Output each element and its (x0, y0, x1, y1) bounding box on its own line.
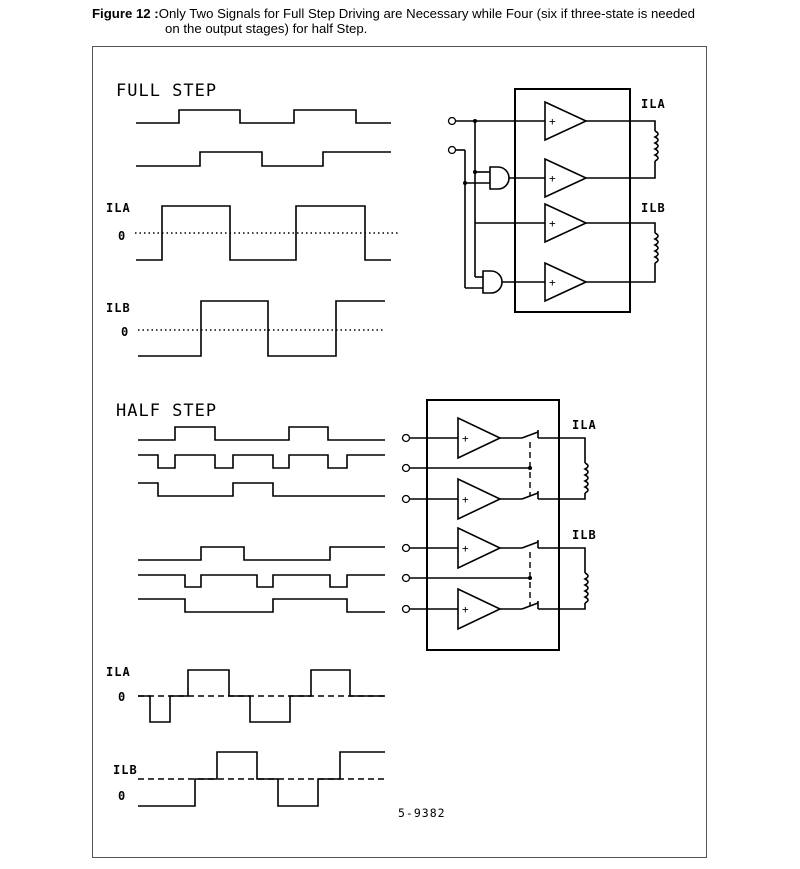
half-switch-b1 (521, 541, 539, 549)
full-coil-a (653, 130, 659, 162)
full-ilb-zero: 0 (121, 325, 129, 339)
half-input-2-pin (401, 463, 411, 473)
full-step-circuit: + + + + ILA ILB (447, 88, 666, 313)
half-ilb-zero: 0 (118, 789, 126, 803)
full-step-signal-1 (136, 109, 391, 124)
full-circuit-ilb-label: ILB (641, 201, 666, 215)
half-ilb-waveform (138, 751, 385, 807)
full-ila-waveform (136, 205, 391, 261)
half-step-signal-2 (138, 454, 385, 469)
full-input-b-pin (447, 145, 457, 155)
caption-line-1: Only Two Signals for Full Step Driving a… (158, 6, 695, 21)
half-input-3-pin (401, 494, 411, 504)
full-gate-1 (489, 166, 510, 190)
svg-text:+: + (462, 493, 469, 506)
half-input-6-pin (401, 604, 411, 614)
half-amp-2: + (457, 477, 502, 521)
half-circuit-ilb-label: ILB (572, 528, 597, 542)
half-amp-3: + (457, 526, 502, 570)
half-ila-zero: 0 (118, 690, 126, 704)
half-amp-1: + (457, 416, 502, 460)
figure-reference: 5-9382 (398, 806, 446, 820)
full-ilb-waveform (138, 300, 385, 357)
svg-text:+: + (549, 276, 556, 289)
half-switch-a1 (521, 431, 539, 439)
half-step-signal-1 (138, 426, 385, 441)
half-input-5-pin (401, 573, 411, 583)
half-step-signal-6 (138, 598, 385, 613)
full-input-a-pin (447, 116, 457, 126)
full-amp-4: + (544, 261, 588, 303)
full-amp-2: + (544, 157, 588, 199)
full-amp-3: + (544, 202, 588, 244)
figure-caption: Figure 12 :Only Two Signals for Full Ste… (92, 6, 742, 36)
full-coil-b (653, 232, 659, 264)
half-coil-b (583, 572, 589, 604)
full-circuit-ila-label: ILA (641, 97, 666, 111)
half-ila-waveform (138, 669, 385, 723)
full-step-title: FULL STEP (116, 81, 217, 101)
half-amp-4: + (457, 587, 502, 631)
full-step-signal-2 (136, 151, 391, 167)
half-coil-a (583, 462, 589, 494)
svg-text:+: + (462, 432, 469, 445)
figure-frame (92, 46, 707, 858)
half-ilb-label: ILB (113, 763, 138, 777)
full-ila-zero: 0 (118, 229, 126, 243)
full-ilb-label: ILB (106, 301, 131, 315)
half-step-signal-3 (138, 482, 385, 497)
full-driver-box (514, 88, 631, 313)
half-step-signal-5 (138, 574, 385, 588)
full-amp-1: + (544, 100, 588, 142)
half-input-4-pin (401, 543, 411, 553)
half-ila-label: ILA (106, 665, 131, 679)
full-ila-label: ILA (106, 201, 131, 215)
half-circuit-ila-label: ILA (572, 418, 597, 432)
full-gate-2 (482, 270, 503, 294)
half-step-title: HALF STEP (116, 401, 217, 421)
svg-text:+: + (549, 115, 556, 128)
caption-line-2: on the output stages) for half Step. (165, 21, 368, 36)
half-step-circuit: + + + + (401, 399, 597, 651)
half-step-signal-4 (138, 546, 385, 561)
svg-text:+: + (549, 217, 556, 230)
svg-text:+: + (462, 603, 469, 616)
svg-text:+: + (549, 172, 556, 185)
svg-text:+: + (462, 542, 469, 555)
half-input-1-pin (401, 433, 411, 443)
caption-label: Figure 12 : (92, 6, 159, 21)
half-driver-box (426, 399, 560, 651)
